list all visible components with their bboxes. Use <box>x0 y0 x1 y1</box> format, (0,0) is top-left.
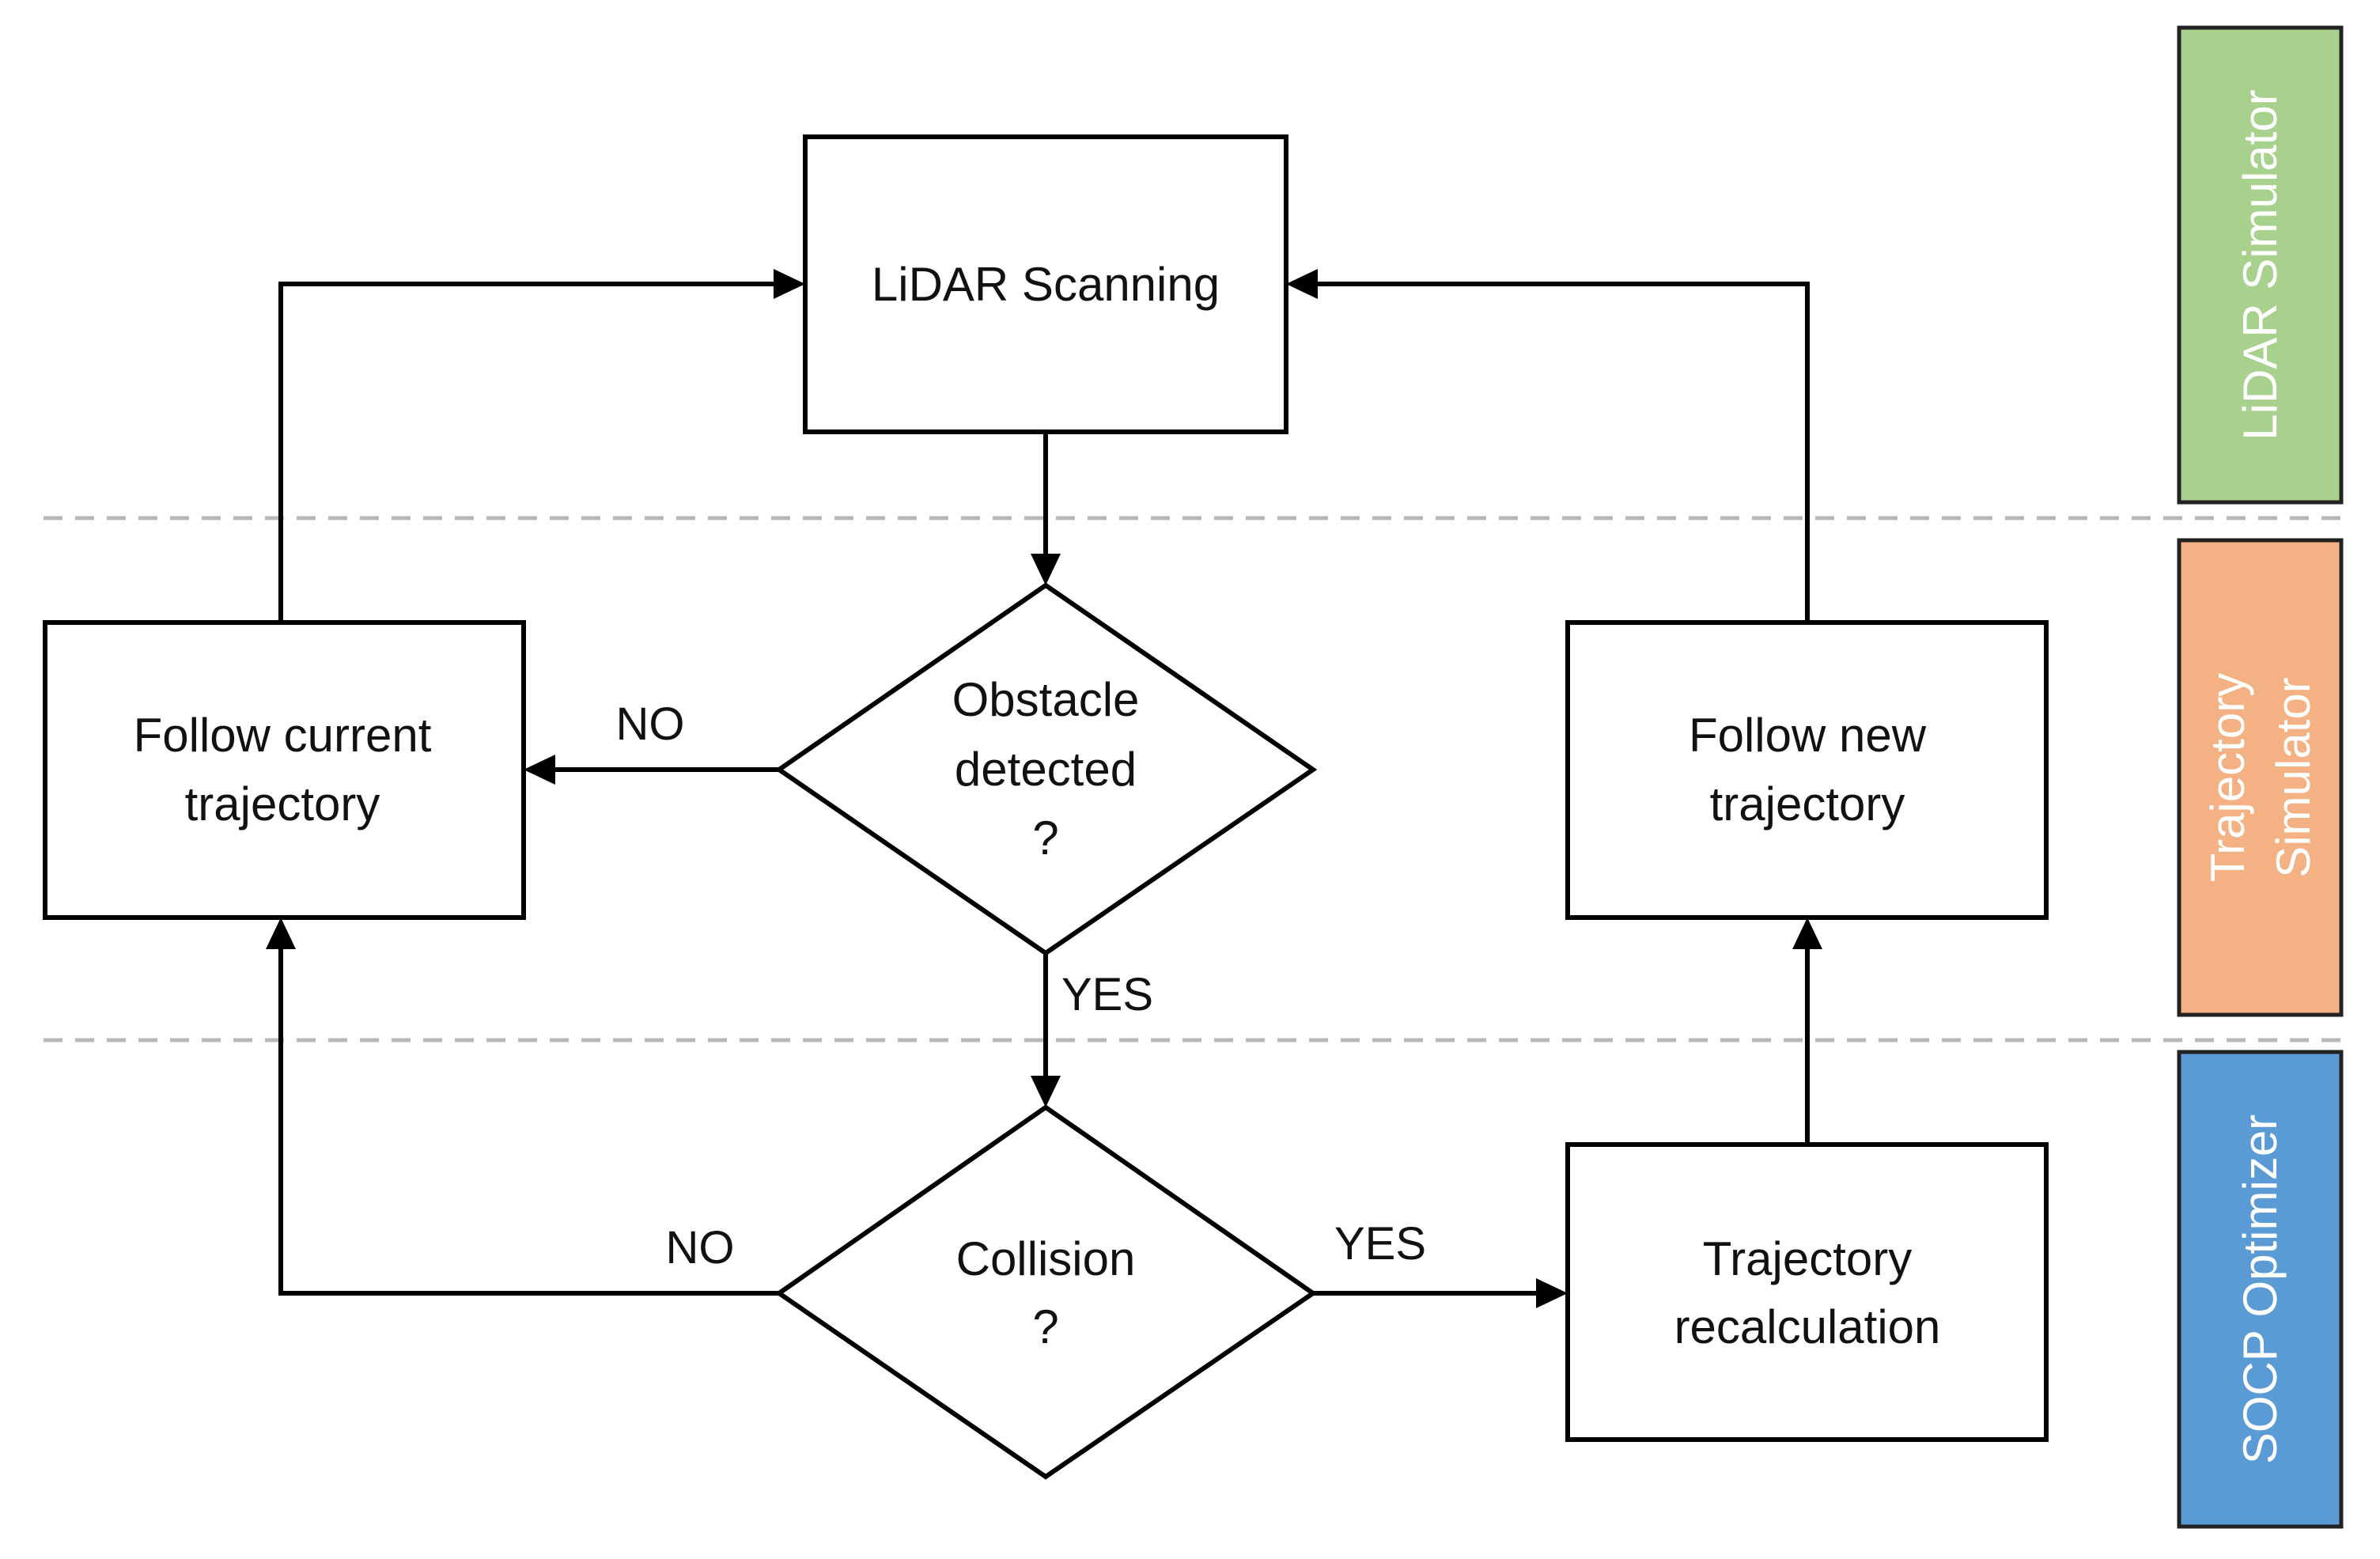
node-obstacle-label-line2: detected <box>955 743 1137 796</box>
arrowhead-recalc-to-follow-new <box>1792 918 1822 949</box>
node-follow-new-box <box>1565 620 2049 920</box>
node-lidar-scanning-box <box>803 134 1288 434</box>
node-follow-current-label-line1: Follow current <box>134 709 432 762</box>
lane-lidar-box <box>2177 25 2344 505</box>
arrowhead-follow-current-to-scan <box>774 269 805 299</box>
node-recalc-label-line1: Trajectory <box>1703 1232 1913 1285</box>
lane-trajectory-label-line2: Simulator <box>2267 677 2320 877</box>
node-recalc-box <box>1565 1142 2049 1442</box>
node-follow-new-label-line2: trajectory <box>1710 778 1905 831</box>
node-lidar-scanning-label: LiDAR Scanning <box>872 258 1220 311</box>
node-obstacle-label-line1: Obstacle <box>952 673 1140 726</box>
node-follow-current-box <box>43 620 526 920</box>
arrowhead-scan-to-obstacle <box>1031 554 1061 585</box>
lane-trajectory-label-line1: Trajectory <box>2201 673 2254 883</box>
lane-lidar-simulator: LiDAR Simulator <box>2177 25 2344 505</box>
node-collision: Collision ? <box>774 1104 1318 1480</box>
node-collision-label-line2: ? <box>1032 1300 1058 1353</box>
edge-label-obstacle-no: NO <box>616 698 685 750</box>
lane-trajectory-box <box>2177 538 2344 1017</box>
arrowhead-obstacle-no <box>524 755 555 785</box>
arrowhead-collision-no <box>266 918 296 949</box>
node-obstacle-detected: Obstacle detected ? <box>774 582 1318 956</box>
edge-label-obstacle-yes: YES <box>1061 969 1153 1020</box>
node-obstacle-diamond <box>774 582 1318 956</box>
node-lidar-scanning: LiDAR Scanning <box>803 134 1288 434</box>
node-follow-current: Follow current trajectory <box>43 620 526 920</box>
node-follow-current-label-line2: trajectory <box>185 778 380 831</box>
lane-socp-optimizer: SOCP Optimizer <box>2177 1050 2344 1529</box>
node-obstacle-label-line3: ? <box>1032 812 1058 865</box>
edge-label-collision-no: NO <box>666 1222 735 1273</box>
lane-socp-box <box>2177 1050 2344 1529</box>
node-collision-diamond <box>774 1104 1318 1480</box>
node-follow-new: Follow new trajectory <box>1565 620 2049 920</box>
edge-follow-new-to-scan <box>1318 282 1810 622</box>
node-trajectory-recalculation: Trajectory recalculation <box>1565 1142 2049 1442</box>
arrowhead-follow-new-to-scan <box>1286 269 1318 299</box>
arrowhead-obstacle-yes <box>1031 1076 1061 1107</box>
lane-trajectory-simulator: Trajectory Simulator <box>2177 538 2344 1017</box>
node-collision-label-line1: Collision <box>956 1232 1136 1285</box>
arrowhead-collision-yes <box>1536 1278 1568 1308</box>
node-recalc-label-line2: recalculation <box>1674 1300 1941 1353</box>
lane-socp-label: SOCP Optimizer <box>2234 1114 2287 1464</box>
edge-collision-no <box>278 949 779 1296</box>
node-follow-new-label-line1: Follow new <box>1689 709 1927 762</box>
edge-label-collision-yes: YES <box>1334 1218 1426 1270</box>
lane-lidar-label: LiDAR Simulator <box>2234 89 2287 440</box>
edge-follow-current-to-scan <box>278 282 774 622</box>
